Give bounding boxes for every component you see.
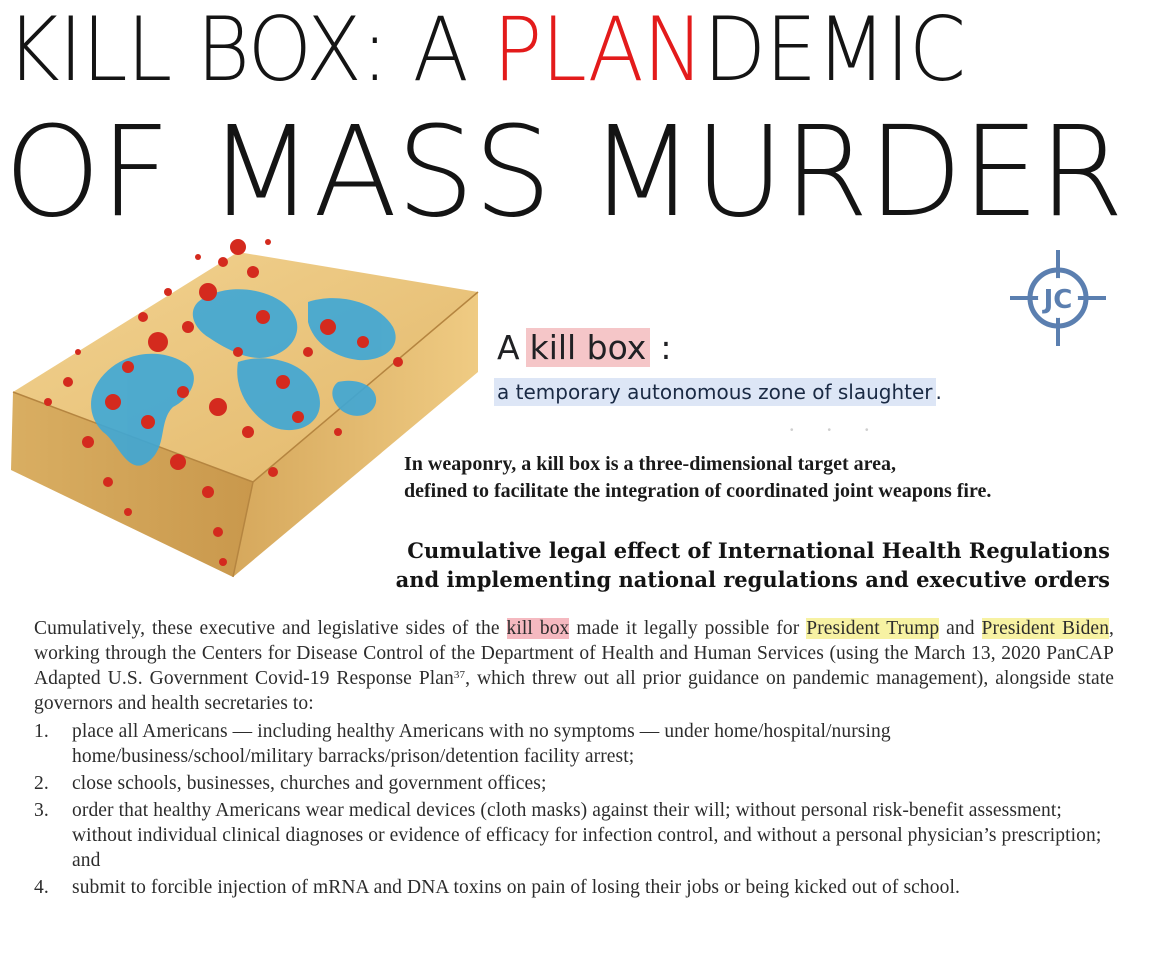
headline-part-2: DEMIC xyxy=(703,0,966,101)
weaponry-line-2: defined to facilitate the integration of… xyxy=(404,480,992,502)
definition-article: A xyxy=(497,328,520,367)
jc-crosshair-logo: JC xyxy=(1010,250,1106,346)
definition-period: . xyxy=(935,380,942,404)
intro-text-5: , which threw out all prior guidance on … xyxy=(34,668,1115,714)
kill-box-highlight: kill box xyxy=(506,618,570,639)
list-item-text: place all Americans — including healthy … xyxy=(72,721,891,767)
list-item: 1. place all Americans — including health… xyxy=(34,719,1114,769)
weaponry-line-1: In weaponry, a kill box is a three-dimen… xyxy=(404,453,897,475)
measures-list: 1. place all Americans — including health… xyxy=(34,719,1114,900)
intro-paragraph: Cumulatively, these executive and legisl… xyxy=(34,616,1114,716)
section-title-line-2: and implementing national regulations an… xyxy=(395,567,1110,592)
logo-letters: JC xyxy=(1042,285,1073,315)
intro-text-1: Cumulatively, these executive and legisl… xyxy=(34,618,507,639)
definition-meaning-text: a temporary autonomous zone of slaughter xyxy=(494,378,936,406)
intro-text-2: made it legally possible for xyxy=(569,618,807,639)
list-item-number: 2. xyxy=(34,773,49,794)
body-text: Cumulatively, these executive and legisl… xyxy=(34,616,1114,902)
section-title-line-1: Cumulative legal effect of International… xyxy=(407,538,1110,563)
list-item: 4. submit to forcible injection of mRNA a… xyxy=(34,875,1114,900)
footnote-marker: 37 xyxy=(453,669,466,681)
section-title: Cumulative legal effect of International… xyxy=(300,536,1110,594)
world-map-shape xyxy=(91,289,396,466)
intro-text-4: , working through the Centers for Diseas… xyxy=(34,618,1115,689)
list-item-number: 1. xyxy=(34,721,49,742)
intro-text-3: and xyxy=(939,618,982,639)
list-item-text: order that healthy Americans wear medica… xyxy=(72,800,1102,871)
president-biden-highlight: President Biden xyxy=(981,618,1110,639)
headline-part-1: KILL BOX: A xyxy=(6,0,493,101)
blood-splatter-shape xyxy=(44,239,403,566)
headline-line-2: OF MASS MURDER xyxy=(4,100,1124,245)
headline-red-word: PLAN xyxy=(492,0,704,101)
list-item: 2. close schools, businesses, churches an… xyxy=(34,771,1114,796)
president-trump-highlight: President Trump xyxy=(806,618,940,639)
definition-divider: ••• xyxy=(790,425,903,436)
list-item-text: close schools, businesses, churches and … xyxy=(72,773,547,794)
kill-box-term: kill box xyxy=(525,328,651,367)
list-item-number: 3. xyxy=(34,800,49,821)
bloody-box-illustration xyxy=(11,239,479,578)
definition-colon: : xyxy=(660,328,672,367)
list-item-text: submit to forcible injection of mRNA and… xyxy=(72,877,960,898)
list-item: 3. order that healthy Americans wear medi… xyxy=(34,798,1114,873)
weaponry-definition: In weaponry, a kill box is a three-dimen… xyxy=(404,451,991,505)
headline-line-1: KILL BOX: A PLANDEMIC xyxy=(6,6,1078,94)
definition-meaning: a temporary autonomous zone of slaughter… xyxy=(494,378,942,406)
list-item-number: 4. xyxy=(34,877,49,898)
